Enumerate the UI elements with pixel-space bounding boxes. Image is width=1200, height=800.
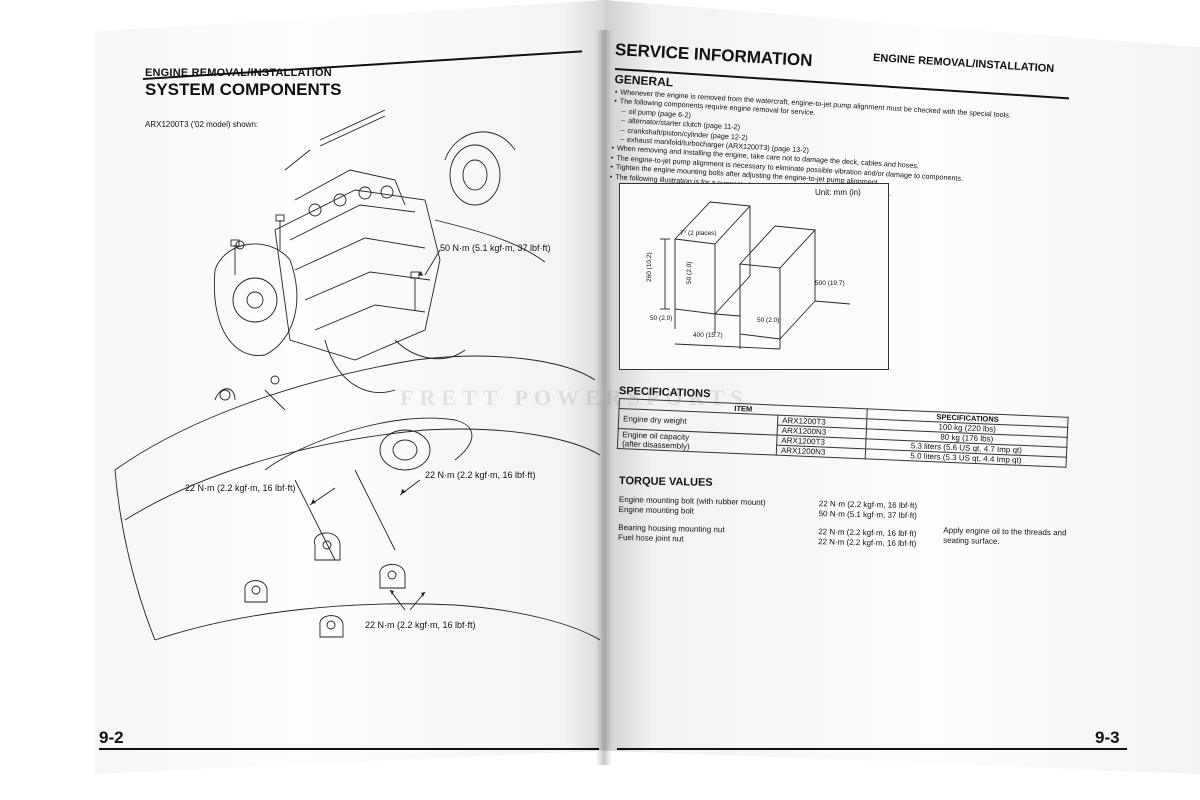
torque-label-engine-mount: 50 N·m (5.1 kgf·m, 37 lbf·ft) [440, 243, 551, 253]
right-page-title: SERVICE INFORMATION [614, 40, 813, 71]
hull-rim [124, 428, 601, 521]
spec-item-line2: (after disassembly) [621, 438, 690, 451]
hull-outline [114, 355, 596, 471]
left-page: ENGINE REMOVAL/INSTALLATION SYSTEM COMPO… [95, 0, 605, 775]
stand-label-width: 400 (15.7) [693, 332, 723, 339]
torque-name: Fuel hose joint nut [618, 532, 684, 544]
engine-exploded-diagram [114, 109, 601, 641]
jet-pump-housing [379, 429, 431, 471]
torque-name: Engine mounting bolt [618, 504, 694, 516]
stand-unit-label: Unit: mm (in) [815, 188, 861, 197]
engine-stand-figure: 7° (2 places) 260 (10.2) 50 (2.0) 50 (2.… [619, 183, 889, 370]
watermark: FRETT POWERSPORTS [400, 385, 749, 410]
torque-label-left: 22 N·m (2.2 kgf·m, 16 lbf·ft) [185, 483, 296, 493]
left-footer-rule [99, 748, 599, 750]
hull-floor [154, 603, 601, 641]
stand-label-height-inner: 50 (2.0) [686, 261, 693, 284]
torque-note: Apply engine oil to the threads and seat… [943, 525, 1067, 546]
engine-mount-2 [379, 564, 406, 589]
right-page-number: 9-3 [1095, 728, 1120, 747]
engine-stand-diagram [660, 201, 851, 350]
torque-label-bottom: 22 N·m (2.2 kgf·m, 16 lbf·ft) [365, 620, 476, 630]
engine-mount-4 [319, 615, 344, 638]
stand-label-length: 500 (19.7) [815, 280, 845, 287]
torque-value: 50 N·m (5.1 kgf·m, 37 lbf·ft) [818, 509, 917, 521]
torque-label-right: 22 N·m (2.2 kgf·m, 16 lbf·ft) [425, 470, 536, 480]
flywheel-cover [213, 243, 298, 356]
engine-mount-3 [244, 580, 268, 603]
left-page-title: SYSTEM COMPONENTS [145, 80, 342, 99]
torque-value: 22 N·m (2.2 kgf·m, 16 lbf·ft) [817, 537, 917, 549]
engine-block [274, 189, 441, 361]
stand-label-foot-left: 50 (2.0) [650, 315, 673, 322]
book-spine-shadow [596, 30, 612, 765]
stand-label-foot-right: 50 (2.0) [757, 317, 780, 324]
right-page: SERVICE INFORMATION ENGINE REMOVAL/INSTA… [605, 0, 1200, 775]
torque-values-heading: TORQUE VALUES [618, 475, 713, 489]
left-page-number: 9-2 [99, 728, 124, 747]
stand-label-height: 260 (10.2) [646, 252, 653, 282]
engine-mount-1 [314, 532, 341, 561]
model-note: ARX1200T3 ('02 model) shown: [145, 120, 259, 129]
stand-label-angle: 7° (2 places) [680, 230, 717, 237]
right-footer-rule [617, 748, 1127, 750]
turbocharger [449, 144, 501, 206]
right-section-header: ENGINE REMOVAL/INSTALLATION [872, 52, 1055, 76]
torque-values-list: Engine mounting bolt (with rubber mount)… [618, 495, 1089, 553]
